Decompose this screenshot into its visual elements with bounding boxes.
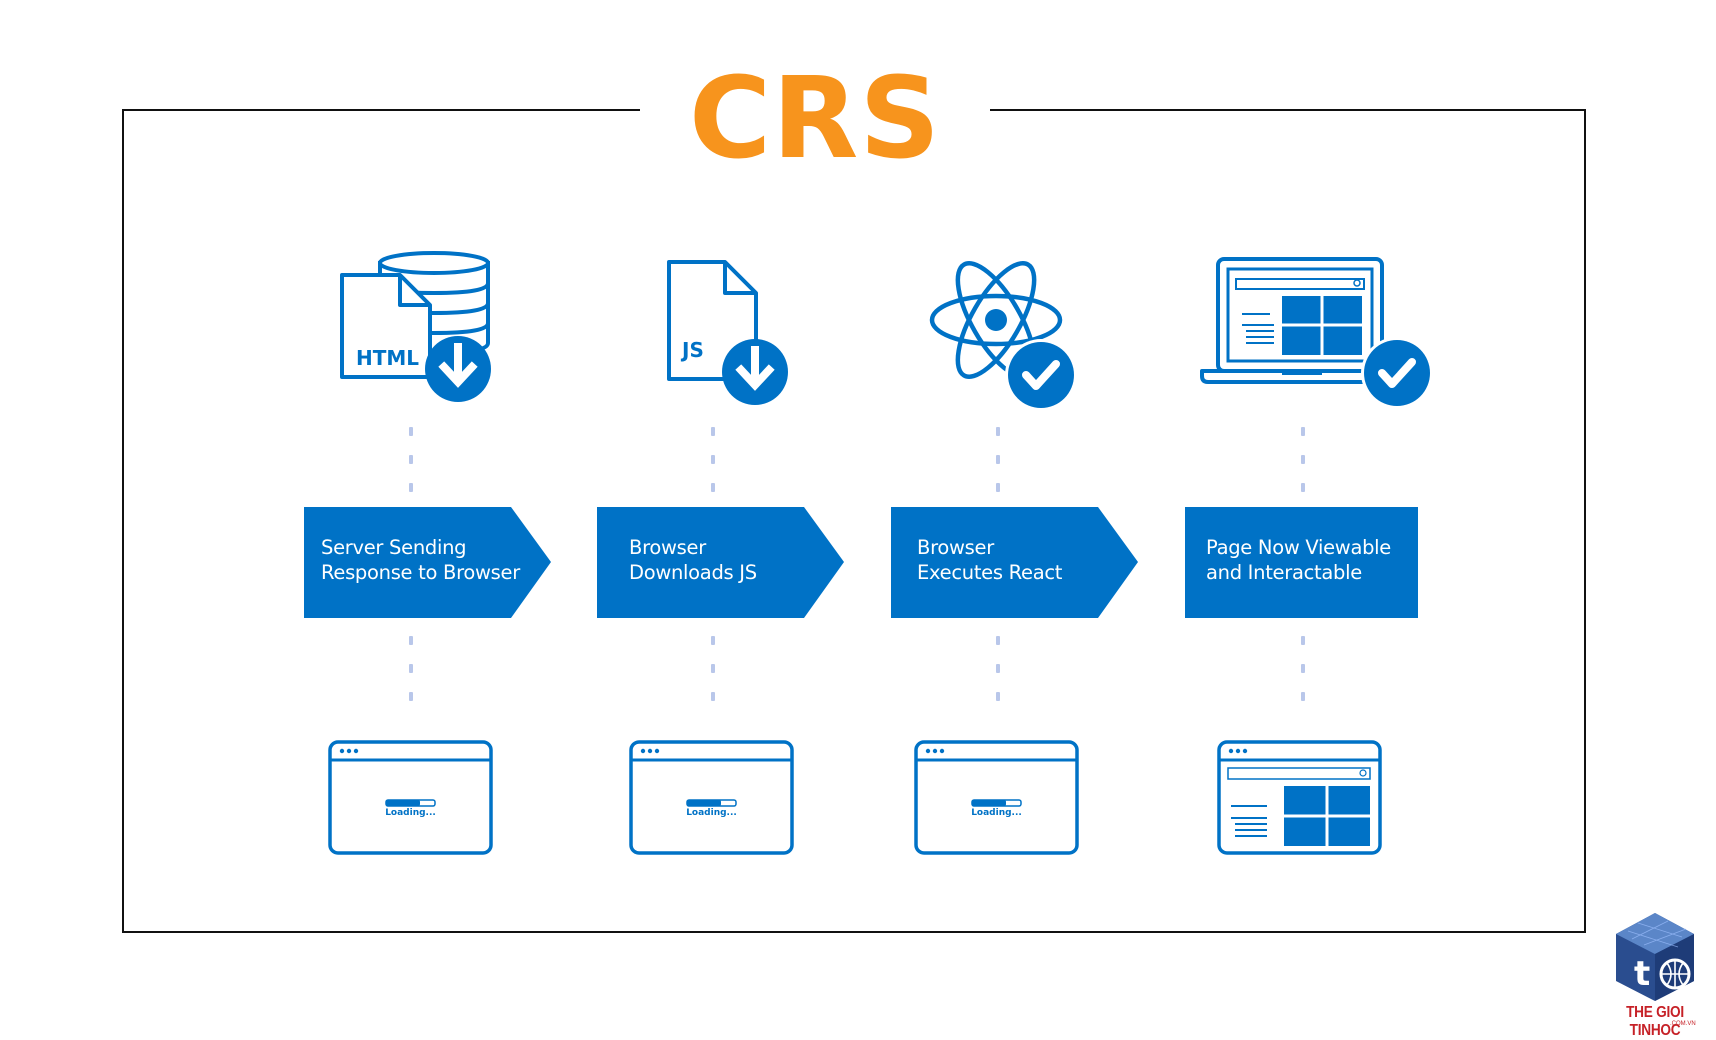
connector-dashes	[996, 636, 1000, 720]
loading-text: Loading...	[385, 808, 436, 818]
step-3: Browser Executes React	[891, 507, 1139, 618]
step-label: Browser Executes React	[917, 536, 1063, 584]
loading-text: Loading...	[686, 808, 737, 818]
title-gap	[640, 95, 990, 125]
connector-dashes	[409, 427, 413, 511]
html-file-label: HTML	[356, 346, 419, 370]
brand-logo-letter: t	[1634, 954, 1650, 994]
js-file-download-icon: JS	[667, 260, 788, 405]
connector-dashes	[711, 427, 715, 511]
connector-dashes	[1301, 427, 1305, 511]
diagram-title: CRS	[688, 54, 942, 184]
html-database-download-icon: HTML	[340, 251, 491, 402]
browser-window-rendered	[1217, 740, 1382, 855]
step-1: Server Sending Response to Browser	[304, 507, 552, 618]
browser-window-loading: Loading...	[629, 740, 794, 855]
step-label: Page Now Viewable and Interactable	[1206, 536, 1391, 584]
browser-window-loading: Loading...	[914, 740, 1079, 855]
step-4: Page Now Viewable and Interactable	[1185, 507, 1418, 618]
brand-domain: .COM.VN	[1670, 1021, 1696, 1027]
connector-dashes	[711, 636, 715, 720]
brand-logo-icon: t	[1616, 913, 1694, 1001]
connector-dashes	[409, 636, 413, 720]
step-2: Browser Downloads JS	[597, 507, 845, 618]
connector-dashes	[996, 427, 1000, 511]
step-label: Browser Downloads JS	[629, 536, 757, 584]
loading-text: Loading...	[971, 808, 1022, 818]
react-atom-check-icon	[929, 261, 1077, 410]
step-label: Server Sending Response to Browser	[321, 536, 520, 584]
laptop-check-icon	[1200, 257, 1433, 409]
browser-window-loading: Loading...	[328, 740, 493, 855]
connector-dashes	[1301, 636, 1305, 720]
js-file-label: JS	[680, 338, 704, 362]
